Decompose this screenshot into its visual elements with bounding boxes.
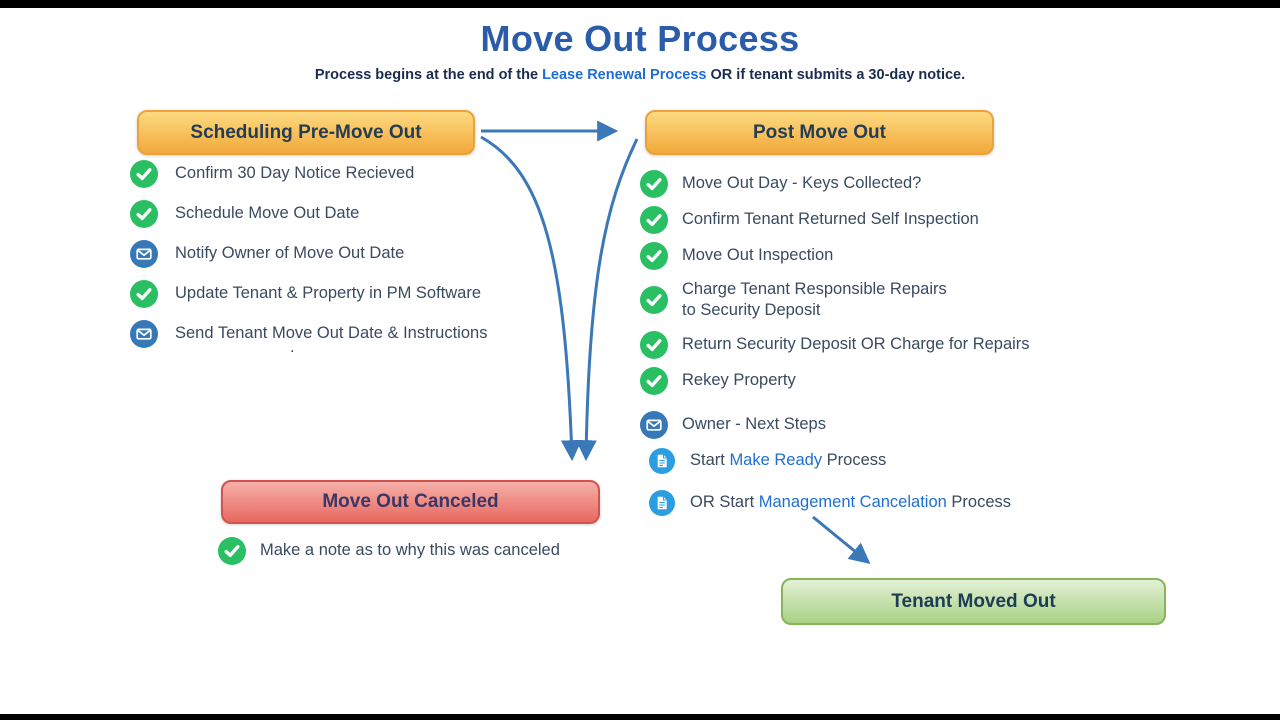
checklist-item-label: Charge Tenant Responsible Repairs to Sec…: [682, 279, 947, 320]
checklist-item-label: Confirm Tenant Returned Self Inspection: [682, 210, 979, 229]
check-icon: [640, 206, 668, 234]
checklist-item: Notify Owner of Move Out Date: [130, 240, 487, 268]
node-post-move-out: Post Move Out: [645, 110, 994, 155]
check-icon: [130, 280, 158, 308]
page-title: Move Out Process: [480, 18, 800, 59]
arrow-post-to-canceled: [575, 138, 639, 462]
node-move-out-canceled: Move Out Canceled: [221, 480, 600, 524]
subtitle-text: Process begins at the end of the: [314, 67, 543, 83]
item-text: OR Start: [690, 493, 759, 512]
check-icon: [130, 200, 158, 228]
make-ready-process-link[interactable]: Make Ready: [729, 451, 823, 470]
checklist-item: Schedule Move Out Date: [130, 200, 487, 228]
checklist-item-label: Move Out Inspection: [682, 246, 834, 265]
document-icon: [648, 447, 676, 475]
mail-icon: [640, 411, 668, 439]
checklist-item-label: OR Start Management Cancelation Process: [690, 492, 1011, 514]
checklist-item: Send Tenant Move Out Date & Instructions: [130, 320, 487, 348]
checklist-item-label: Move Out Day - Keys Collected?: [682, 174, 922, 193]
checklist-item-label: Confirm 30 Day Notice Recieved: [175, 164, 415, 183]
pre-move-out-checklist: Confirm 30 Day Notice Recieved Schedule …: [130, 160, 487, 360]
subtitle: Process begins at the end of the Lease R…: [0, 67, 1280, 83]
management-cancelation-process-link[interactable]: Management Cancelation: [758, 493, 947, 512]
check-icon: [640, 367, 668, 395]
arrow-pre-to-canceled: [480, 135, 582, 462]
checklist-item: Move Out Day - Keys Collected?: [640, 170, 1030, 198]
letterbox-bar-bottom: [0, 714, 1280, 720]
letterbox-bar-top: [0, 0, 1280, 8]
checklist-item: Move Out Inspection: [640, 242, 1030, 270]
check-icon: [218, 537, 246, 565]
checklist-item: Rekey Property: [640, 367, 1030, 395]
check-icon: [640, 331, 668, 359]
checklist-item: Return Security Deposit OR Charge for Re…: [640, 331, 1030, 359]
checklist-item-label: Schedule Move Out Date: [175, 204, 360, 223]
checklist-item-label: Rekey Property: [682, 371, 796, 390]
checklist-item-label: Start Make Ready Process: [690, 450, 886, 472]
check-icon: [130, 160, 158, 188]
item-text: Process: [822, 451, 887, 470]
check-icon: [640, 242, 668, 270]
stray-period-mark: .: [290, 338, 295, 356]
lease-renewal-process-link[interactable]: Lease Renewal Process: [542, 67, 707, 83]
mail-icon: [130, 240, 158, 268]
checklist-item-label: Update Tenant & Property in PM Software: [175, 284, 482, 303]
canceled-note-item: Make a note as to why this was canceled: [218, 537, 560, 565]
node-scheduling-pre-move-out: Scheduling Pre-Move Out: [137, 110, 475, 155]
checklist-item: Confirm Tenant Returned Self Inspection: [640, 206, 1030, 234]
check-icon: [640, 286, 668, 314]
checklist-item-label: Owner - Next Steps: [682, 415, 826, 434]
checklist-item-label: Notify Owner of Move Out Date: [175, 244, 405, 263]
checklist-item: Charge Tenant Responsible Repairs to Sec…: [640, 278, 1030, 322]
document-icon: [648, 489, 676, 517]
checklist-item: Start Make Ready Process: [640, 447, 1030, 475]
item-text: Start: [690, 451, 730, 470]
checklist-item-label: Return Security Deposit OR Charge for Re…: [682, 335, 1030, 354]
mail-icon: [130, 320, 158, 348]
subtitle-text: OR if tenant submits a 30-day notice.: [706, 67, 966, 83]
canceled-note-label: Make a note as to why this was canceled: [260, 541, 560, 560]
checklist-item: OR Start Management Cancelation Process: [640, 489, 1030, 517]
checklist-item: Owner - Next Steps: [640, 411, 1030, 439]
checklist-item: Update Tenant & Property in PM Software: [130, 280, 487, 308]
arrow-cancelation-to-moved-out: [812, 515, 871, 564]
node-tenant-moved-out: Tenant Moved Out: [781, 578, 1166, 625]
post-move-out-checklist: Move Out Day - Keys Collected? Confirm T…: [640, 170, 1030, 517]
checklist-item-label: Send Tenant Move Out Date & Instructions: [175, 324, 488, 343]
checklist-item: Confirm 30 Day Notice Recieved: [130, 160, 487, 188]
check-icon: [640, 170, 668, 198]
item-text: Process: [946, 493, 1011, 512]
